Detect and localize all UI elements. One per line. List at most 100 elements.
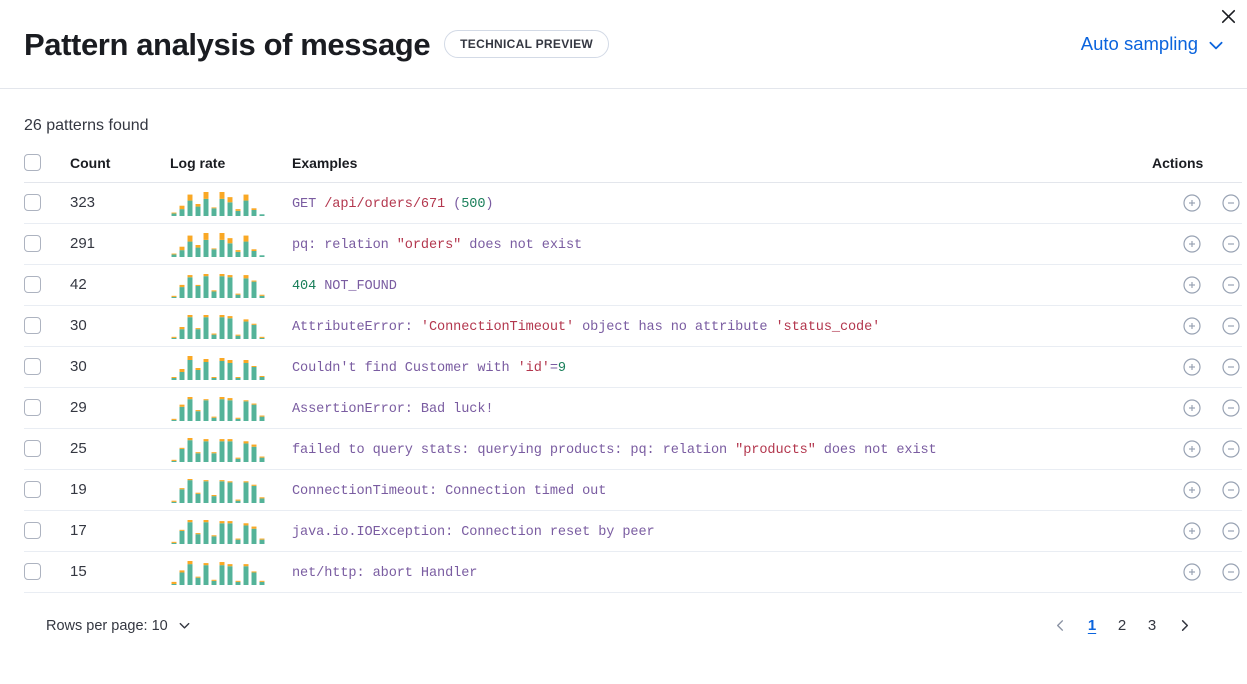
pagination-page-2[interactable]: 2 [1117, 617, 1127, 635]
row-checkbox[interactable] [24, 522, 41, 540]
count-cell: 30 [70, 305, 170, 347]
log-rate-cell [170, 305, 292, 347]
pagination-next-button[interactable] [1169, 611, 1199, 641]
plus-circle-icon[interactable] [1181, 356, 1203, 378]
plus-circle-icon[interactable] [1181, 479, 1203, 501]
row-select-cell [24, 469, 70, 511]
row-checkbox[interactable] [24, 563, 41, 581]
plus-circle-icon[interactable] [1181, 192, 1203, 214]
example-cell: java.io.IOException: Connection reset by… [292, 510, 1152, 552]
plus-circle-icon[interactable] [1181, 397, 1203, 419]
table-row[interactable]: 30 AttributeError: 'ConnectionTimeout' ob… [24, 305, 1242, 347]
auto-sampling-label: Auto sampling [1080, 33, 1198, 54]
log-rate-sparkline [170, 354, 292, 380]
pagination-page-3[interactable]: 3 [1147, 617, 1157, 635]
example-cell: AssertionError: Bad luck! [292, 387, 1152, 429]
pagination-page-1[interactable]: 1 [1087, 617, 1097, 635]
plus-circle-icon[interactable] [1181, 233, 1203, 255]
example-text: java.io.IOException: Connection reset by… [292, 524, 655, 540]
count-value: 19 [70, 480, 87, 498]
example-text: AttributeError: 'ConnectionTimeout' obje… [292, 319, 881, 335]
count-cell: 25 [70, 428, 170, 470]
minus-circle-icon[interactable] [1220, 397, 1242, 419]
actions-cell [1152, 346, 1242, 388]
column-header-count[interactable]: Count [70, 153, 170, 183]
row-select-cell [24, 428, 70, 470]
count-cell: 29 [70, 387, 170, 429]
actions-cell [1152, 510, 1242, 552]
row-checkbox[interactable] [24, 440, 41, 458]
table-row[interactable]: 19 ConnectionTimeout: Connection timed ou… [24, 469, 1242, 511]
table-header: Count Log rate Examples Actions [24, 153, 1242, 183]
log-rate-cell [170, 223, 292, 265]
count-cell: 323 [70, 182, 170, 224]
row-select-cell [24, 182, 70, 224]
row-select-cell [24, 551, 70, 593]
minus-circle-icon[interactable] [1220, 479, 1242, 501]
actions-cell [1152, 428, 1242, 470]
minus-circle-icon[interactable] [1220, 192, 1242, 214]
row-select-cell [24, 387, 70, 429]
row-checkbox[interactable] [24, 399, 41, 417]
plus-circle-icon[interactable] [1181, 561, 1203, 583]
minus-circle-icon[interactable] [1220, 438, 1242, 460]
pagination-previous-button[interactable] [1045, 611, 1075, 641]
row-checkbox[interactable] [24, 481, 41, 499]
row-checkbox[interactable] [24, 276, 41, 294]
count-value: 15 [70, 562, 87, 580]
row-checkbox[interactable] [24, 358, 41, 376]
log-rate-cell [170, 182, 292, 224]
log-rate-sparkline [170, 272, 292, 298]
log-rate-sparkline [170, 231, 292, 257]
close-icon[interactable] [1214, 2, 1242, 30]
plus-circle-icon[interactable] [1181, 274, 1203, 296]
actions-cell [1152, 223, 1242, 265]
row-select-cell [24, 264, 70, 306]
row-checkbox[interactable] [24, 235, 41, 253]
column-header-examples[interactable]: Examples [292, 153, 1152, 183]
actions-cell [1152, 551, 1242, 593]
log-rate-cell [170, 551, 292, 593]
table-row[interactable]: 323 GET /api/orders/671 (500) [24, 182, 1242, 224]
example-cell: pq: relation "orders" does not exist [292, 223, 1152, 265]
patterns-table: Count Log rate Examples Actions 323 GET /… [24, 153, 1242, 593]
count-value: 17 [70, 521, 87, 539]
plus-circle-icon[interactable] [1181, 315, 1203, 337]
example-cell: failed to query stats: querying products… [292, 428, 1152, 470]
example-text: GET /api/orders/671 (500) [292, 196, 494, 212]
auto-sampling-dropdown[interactable]: Auto sampling [1081, 33, 1223, 55]
minus-circle-icon[interactable] [1220, 315, 1242, 337]
table-row[interactable]: 291 pq: relation "orders" does not exist [24, 223, 1242, 265]
minus-circle-icon[interactable] [1220, 356, 1242, 378]
minus-circle-icon[interactable] [1220, 274, 1242, 296]
rows-per-page-selector[interactable]: Rows per page: 10 [36, 614, 203, 638]
plus-circle-icon[interactable] [1181, 438, 1203, 460]
table-row[interactable]: 25 failed to query stats: querying produc… [24, 428, 1242, 470]
row-checkbox[interactable] [24, 317, 41, 335]
plus-circle-icon[interactable] [1181, 520, 1203, 542]
table-row[interactable]: 29 AssertionError: Bad luck! [24, 387, 1242, 429]
count-value: 291 [70, 234, 96, 252]
log-rate-cell [170, 510, 292, 552]
count-value: 29 [70, 398, 87, 416]
row-select-cell [24, 346, 70, 388]
header-right-group: Auto sampling [1081, 33, 1223, 55]
table-row[interactable]: 17 java.io.IOException: Connection reset … [24, 510, 1242, 552]
example-text: Couldn't find Customer with 'id'=9 [292, 360, 566, 376]
select-all-header [24, 153, 70, 183]
patterns-found-count: 26 patterns found [24, 117, 149, 134]
count-cell: 42 [70, 264, 170, 306]
minus-circle-icon[interactable] [1220, 561, 1242, 583]
log-rate-sparkline [170, 436, 292, 462]
column-header-log-rate[interactable]: Log rate [170, 153, 292, 183]
log-rate-sparkline [170, 313, 292, 339]
minus-circle-icon[interactable] [1220, 520, 1242, 542]
pagination: 1 2 3 [1045, 611, 1199, 641]
select-all-checkbox[interactable] [24, 153, 41, 171]
example-text: ConnectionTimeout: Connection timed out [292, 483, 607, 499]
minus-circle-icon[interactable] [1220, 233, 1242, 255]
row-checkbox[interactable] [24, 194, 41, 212]
